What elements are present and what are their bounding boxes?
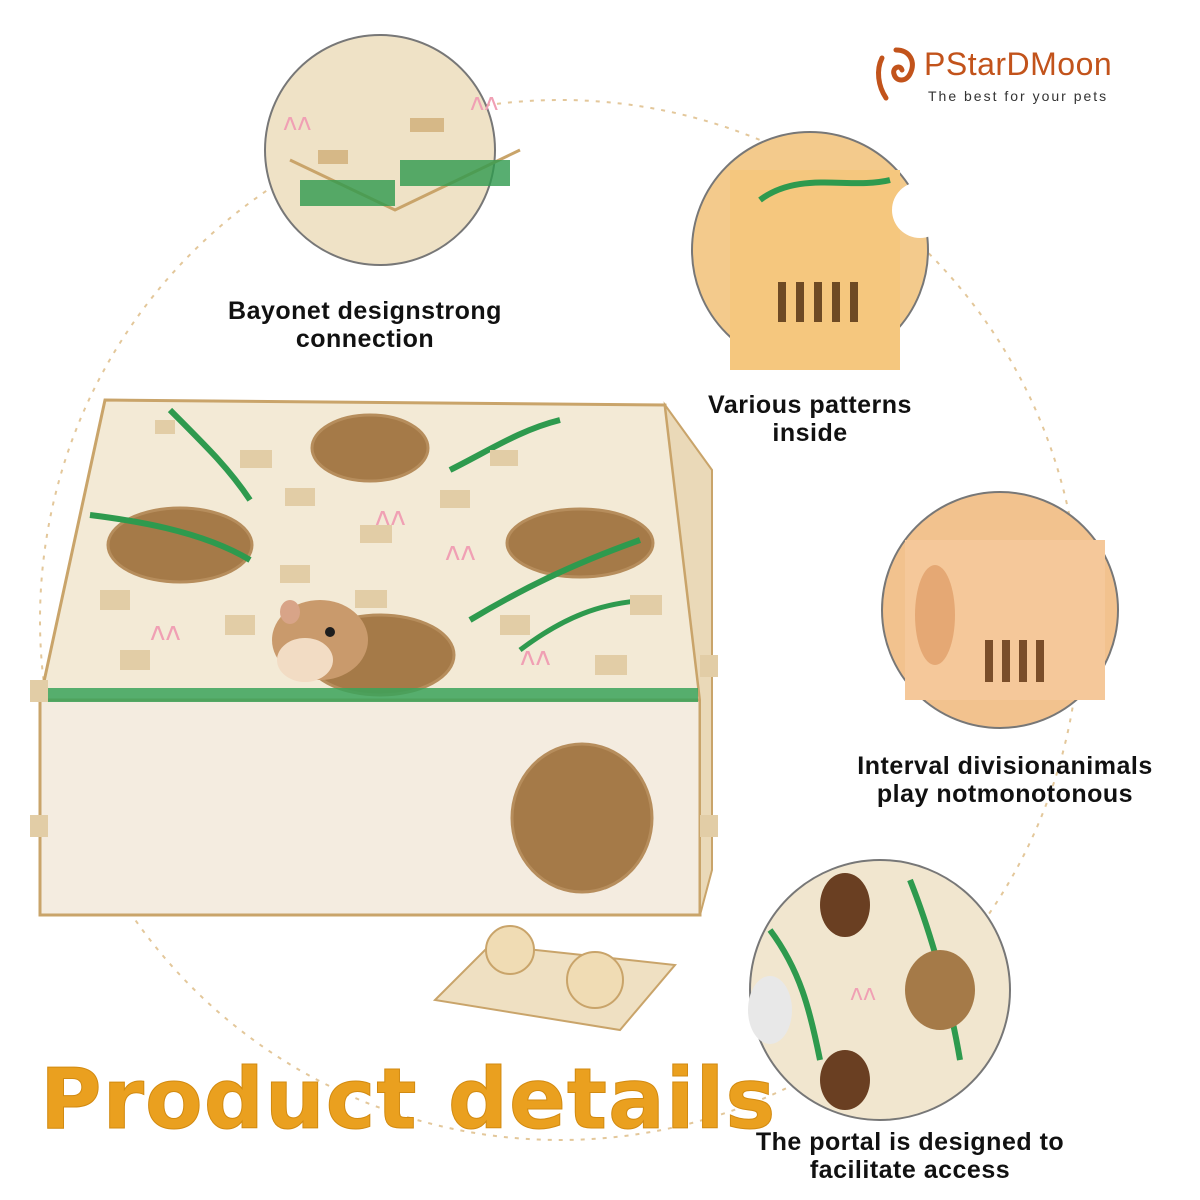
wooden-maze-box: ʌʌ ʌʌ ʌʌ ʌʌ bbox=[30, 398, 718, 917]
brand-name: PStarDMoon bbox=[924, 46, 1113, 82]
callout-division: Interval divisionanimals play notmonoton… bbox=[845, 752, 1165, 808]
svg-text:ʌʌ: ʌʌ bbox=[850, 981, 876, 1006]
callout-line: The portal is designed to bbox=[755, 1128, 1065, 1156]
detail-circle-division bbox=[881, 491, 1119, 729]
brand-tagline: The best for your pets bbox=[928, 88, 1109, 104]
callout-line: Bayonet designstrong bbox=[228, 297, 502, 325]
callout-line: play notmonotonous bbox=[876, 780, 1134, 808]
seesaw-accessory bbox=[432, 925, 677, 1032]
callout-line: facilitate access bbox=[809, 1156, 1011, 1184]
svg-text:ʌʌ: ʌʌ bbox=[470, 88, 498, 116]
detail-circle-patterns bbox=[691, 131, 948, 370]
callout-line: Interval divisionanimals bbox=[857, 752, 1153, 780]
detail-circle-bayonet: ʌʌ ʌʌ bbox=[264, 34, 521, 266]
callout-portal: The portal is designed to facilitate acc… bbox=[730, 1128, 1090, 1184]
svg-text:ʌʌ: ʌʌ bbox=[445, 537, 476, 567]
callout-line: inside bbox=[772, 419, 848, 447]
headline-product-details: Product details bbox=[39, 1050, 777, 1149]
brand-block: PStarDMoon The best for your pets bbox=[872, 42, 1172, 112]
hamster bbox=[272, 600, 368, 682]
callout-patterns: Various patterns inside bbox=[680, 391, 940, 447]
callout-line: connection bbox=[295, 325, 435, 353]
detail-circle-portal: ʌʌ bbox=[748, 859, 1011, 1121]
svg-text:ʌʌ: ʌʌ bbox=[283, 108, 311, 136]
svg-text:ʌʌ: ʌʌ bbox=[520, 642, 551, 672]
callout-bayonet: Bayonet designstrong connection bbox=[200, 297, 530, 353]
brand-logo-icon bbox=[876, 47, 915, 101]
svg-text:ʌʌ: ʌʌ bbox=[150, 617, 181, 647]
callout-line: Various patterns bbox=[708, 391, 912, 419]
